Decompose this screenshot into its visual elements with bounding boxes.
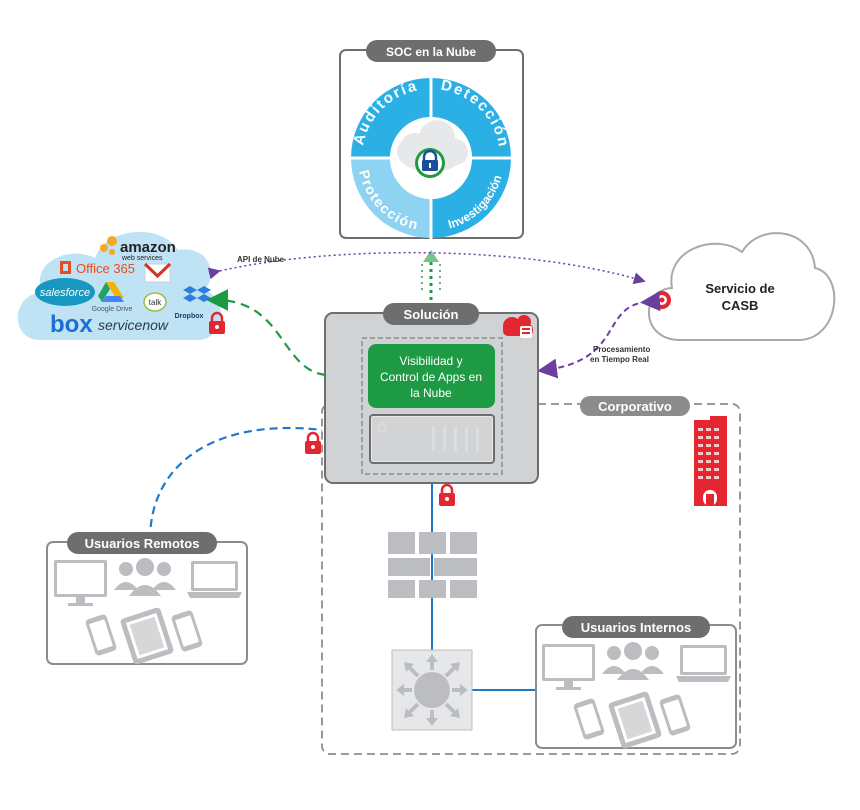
internal-users-title-pill bbox=[562, 616, 710, 638]
firewall-icon bbox=[388, 532, 477, 598]
soc-link bbox=[421, 250, 441, 300]
svg-text:amazon: amazon bbox=[120, 239, 176, 256]
remote-users-title: Usuarios Remotos bbox=[85, 536, 200, 551]
box-logo: box bbox=[50, 311, 93, 338]
svg-text:Dropbox: Dropbox bbox=[175, 313, 204, 320]
laptop-icon bbox=[676, 645, 731, 682]
cloud-apps-shape bbox=[17, 231, 222, 341]
cloud-server-icon bbox=[503, 315, 533, 338]
soc-ring bbox=[349, 76, 513, 240]
appliance-icon bbox=[369, 414, 495, 464]
svg-text:talk: talk bbox=[149, 298, 162, 307]
gmail-logo bbox=[143, 262, 172, 283]
segment-proteccion bbox=[351, 158, 431, 238]
amazon-logo: amazon web services bbox=[100, 236, 176, 262]
segment-deteccion bbox=[431, 78, 511, 158]
api-link bbox=[207, 251, 646, 285]
internal-users-title: Usuarios Internos bbox=[581, 620, 692, 635]
lock-icon bbox=[209, 311, 225, 334]
monitor-icon bbox=[542, 644, 595, 690]
segment-auditoria bbox=[351, 78, 431, 158]
remote-link bbox=[148, 426, 323, 541]
app-control-module bbox=[368, 344, 495, 408]
tablet-icon bbox=[120, 607, 174, 665]
solution-to-apps-link bbox=[206, 289, 327, 377]
svg-text:salesforce: salesforce bbox=[40, 287, 90, 299]
salesforce-logo: salesforce bbox=[35, 278, 95, 306]
lock-icon bbox=[439, 483, 455, 506]
internal-users-panel: Usuarios Internos bbox=[535, 616, 737, 749]
corporate-title-pill bbox=[580, 396, 690, 416]
app-control-line2: Control de Apps en bbox=[380, 370, 482, 384]
talk-logo: talk bbox=[143, 292, 167, 312]
casb-line1: Servicio de bbox=[705, 281, 774, 296]
svg-text:Google Drive: Google Drive bbox=[92, 306, 133, 313]
monitor-icon bbox=[54, 560, 107, 606]
solution-box: Solución Visibilidad y Control de Apps e… bbox=[324, 303, 539, 484]
casb-line2: CASB bbox=[722, 298, 759, 313]
cloud-apps: amazon web services Office 365 salesforc… bbox=[17, 231, 222, 341]
corporate-title: Corporativo bbox=[598, 399, 672, 414]
solution-title-pill bbox=[383, 303, 479, 325]
app-control-line1: Visibilidad y bbox=[399, 354, 462, 368]
processing-line2: en Tiempo Real bbox=[590, 355, 649, 364]
processing-line1: Procesamiento bbox=[593, 345, 650, 354]
processing-link bbox=[537, 291, 661, 379]
phone-icon bbox=[659, 694, 691, 736]
soc-panel: SOC en la Nube bbox=[339, 40, 524, 240]
soc-title-pill bbox=[366, 40, 496, 62]
segment-investigacion bbox=[431, 158, 511, 238]
building-icon bbox=[694, 416, 727, 506]
casb-cloud: Servicio de CASB bbox=[648, 232, 836, 341]
remote-users-panel: Usuarios Remotos bbox=[46, 532, 248, 665]
svg-text:Office 365: Office 365 bbox=[76, 261, 135, 276]
target-icon bbox=[653, 291, 671, 309]
app-control-line3: la Nube bbox=[410, 386, 452, 400]
users-group-icon bbox=[114, 558, 176, 596]
switch-icon bbox=[391, 649, 473, 731]
laptop-icon bbox=[187, 561, 242, 598]
phone-icon bbox=[85, 614, 117, 656]
servicenow-logo: servicenow bbox=[98, 317, 169, 333]
soc-title: SOC en la Nube bbox=[386, 45, 476, 59]
office365-logo: Office 365 bbox=[60, 261, 135, 276]
users-group-icon bbox=[602, 642, 664, 680]
remote-users-title-pill bbox=[67, 532, 217, 554]
phone-icon bbox=[171, 610, 203, 652]
api-label: API de Nube bbox=[237, 255, 285, 264]
solution-title: Solución bbox=[404, 307, 459, 322]
tablet-icon bbox=[608, 691, 662, 749]
lock-icon bbox=[305, 431, 321, 454]
google-drive-logo: Google Drive bbox=[92, 282, 133, 313]
solution-inner-frame bbox=[361, 337, 503, 475]
svg-text:web services: web services bbox=[121, 255, 163, 262]
lock-icon bbox=[415, 148, 445, 178]
phone-icon bbox=[573, 698, 605, 740]
